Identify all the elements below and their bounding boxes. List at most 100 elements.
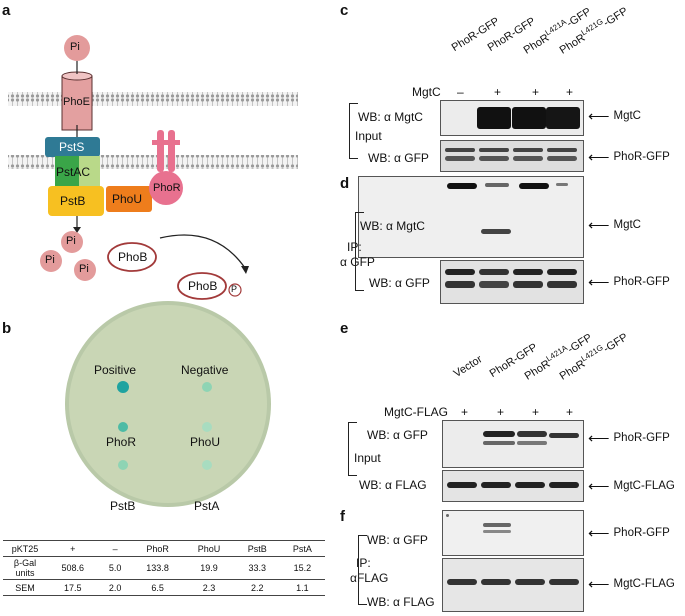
f-arrow-mgtc-flag: ⟵MgtC-FLAG: [588, 575, 675, 593]
panel-label-f: f: [340, 508, 345, 525]
f-blot-flag: [442, 558, 584, 612]
e-input-label: Input: [354, 451, 381, 465]
c-sign-2: +: [494, 85, 502, 99]
colony-psta: [202, 460, 212, 470]
table-header-cell: –: [98, 540, 132, 557]
lane-label-e1: Vector: [451, 353, 485, 380]
phou-box: [106, 186, 152, 212]
phob-label-2: PhoB: [188, 279, 218, 293]
f-arrow-phor-gfp: ⟵PhoR-GFP: [588, 524, 670, 542]
d-ip-antibody: α GFP: [340, 255, 375, 269]
d-wb1-label: WB: α MgtC: [360, 219, 425, 233]
f-bracket: [358, 535, 367, 605]
d-wb2-label: WB: α GFP: [369, 276, 430, 290]
phoe-label: PhoE: [63, 96, 90, 108]
table-cell: 508.6: [47, 556, 99, 580]
c-bracket: [349, 103, 358, 159]
outer-membrane: [8, 92, 298, 106]
f-wb2-label: WB: α FLAG: [367, 595, 435, 609]
phob-oval-1: [107, 242, 157, 272]
c-sign-4: +: [566, 85, 574, 99]
e-blot-gfp: [442, 420, 584, 468]
colony-positive: [117, 381, 129, 393]
phor-label: PhoR: [153, 182, 181, 194]
e-arrow-phor-gfp: ⟵PhoR-GFP: [588, 429, 670, 447]
table-header-cell: pKT25: [3, 540, 47, 557]
c-arrow-mgtc: ⟵MgtC: [588, 107, 641, 125]
panel-label-e: e: [340, 320, 349, 337]
f-wb1-label: WB: α GFP: [367, 533, 428, 547]
d-ip-label: IP:: [347, 240, 362, 254]
f-ip-label: IP:: [356, 556, 371, 570]
pi-circle-3: [74, 259, 96, 281]
d-arrow-phor-gfp: ⟵PhoR-GFP: [588, 273, 670, 291]
panel-label-d: d: [340, 175, 350, 192]
table-row: pKT25 + – PhoR PhoU PstB PstA: [3, 540, 325, 557]
pi-label-top: Pi: [70, 41, 80, 53]
table-header-cell: PstA: [279, 540, 325, 557]
table-row-label: β-Gal units: [3, 556, 47, 580]
beta-gal-table: pKT25 + – PhoR PhoU PstB PstA β-Gal unit…: [3, 540, 325, 596]
panel-label-c: c: [340, 2, 349, 19]
table-cell: 33.3: [234, 556, 280, 580]
e-arrow-mgtc-flag: ⟵MgtC-FLAG: [588, 477, 675, 495]
d-blot-gfp: [440, 260, 584, 304]
f-ip-antibody: αFLAG: [350, 571, 389, 585]
colony-phor: [118, 422, 128, 432]
table-cell: 19.9: [183, 556, 235, 580]
f-blot-gfp: [442, 510, 584, 556]
panel-label-a: a: [2, 2, 11, 19]
plate-label-phor: PhoR: [106, 435, 137, 449]
table-cell: 5.0: [98, 556, 132, 580]
plate-label-psta: PstA: [194, 499, 220, 513]
phoe-channel: [61, 71, 93, 131]
pi-label-1: Pi: [66, 235, 76, 247]
c-sign-3: +: [532, 85, 540, 99]
e-sign-3: +: [532, 405, 540, 419]
table-cell: 17.5: [47, 579, 99, 596]
pstb-label: PstB: [60, 194, 86, 208]
e-sign-2: +: [497, 405, 505, 419]
pstac-label: PstAC: [56, 165, 91, 179]
c-input-label: Input: [355, 129, 382, 143]
phou-label: PhoU: [112, 192, 143, 206]
plate-label-negative: Negative: [181, 363, 229, 377]
colony-phou: [202, 422, 212, 432]
c-blot-gfp: [440, 140, 584, 172]
c-wb2-label: WB: α GFP: [368, 151, 429, 165]
table-cell: 2.3: [183, 579, 235, 596]
table-cell: 2.2: [234, 579, 280, 596]
inner-membrane: [8, 155, 298, 169]
plate-label-pstb: PstB: [110, 499, 136, 513]
table-row: β-Gal units 508.6 5.0 133.8 19.9 33.3 15…: [3, 556, 325, 580]
e-sign-1: +: [461, 405, 469, 419]
panel-label-b: b: [2, 320, 12, 337]
c-sign-1: –: [457, 85, 464, 99]
phosphate-pathway-diagram: [8, 35, 298, 300]
c-mgtc-row-label: MgtC: [412, 85, 441, 99]
table-header-cell: PhoR: [131, 540, 184, 557]
e-sign-4: +: [566, 405, 574, 419]
table-cell: 15.2: [279, 556, 325, 580]
pi-label-2: Pi: [45, 254, 55, 266]
table-header-cell: PstB: [234, 540, 280, 557]
phob-oval-2: [177, 272, 227, 300]
table-cell: 133.8: [131, 556, 184, 580]
pstb-box: [48, 186, 104, 216]
e-blot-flag: [442, 470, 584, 502]
table-row: SEM 17.5 2.0 6.5 2.3 2.2 1.1: [3, 579, 325, 596]
plate-label-phou: PhoU: [190, 435, 221, 449]
e-wb1-label: WB: α GFP: [367, 428, 428, 442]
phob-label-1: PhoB: [118, 250, 148, 264]
c-blot-mgtc: [440, 100, 584, 136]
pi-circle-top: [64, 35, 90, 61]
colony-negative: [202, 382, 212, 392]
table-cell: 6.5: [131, 579, 184, 596]
phosphate-tag-label: P: [231, 284, 238, 294]
bacterial-two-hybrid-plate: [65, 301, 271, 507]
table-header-cell: +: [47, 540, 99, 557]
phosphate-tag: [228, 283, 242, 297]
phor-kinase: [149, 130, 183, 205]
table-cell: 1.1: [279, 579, 325, 596]
d-arrow-mgtc: ⟵MgtC: [588, 216, 641, 234]
